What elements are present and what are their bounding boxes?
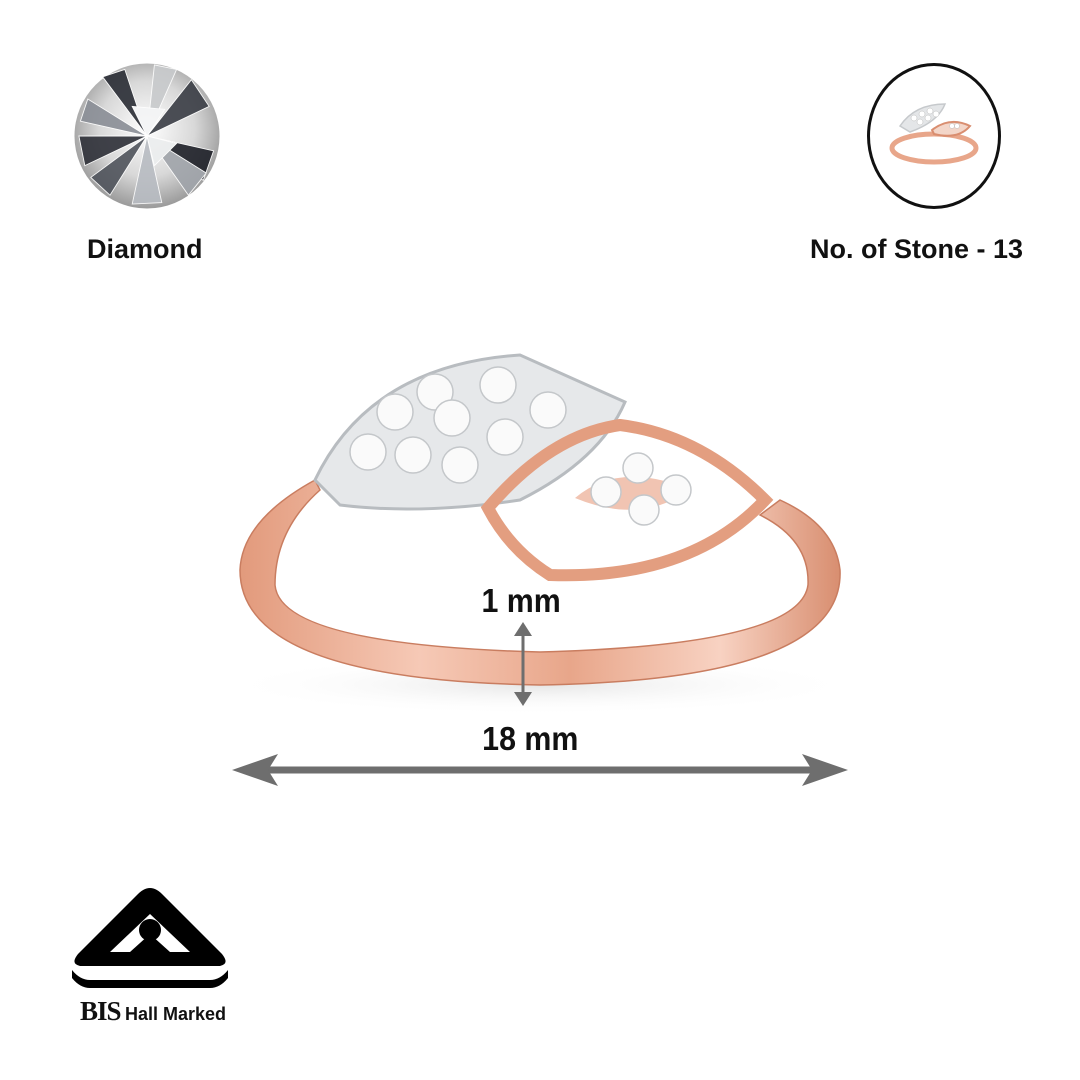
ring-image (220, 353, 860, 715)
stone-count-label: No. of Stone - 13 (810, 234, 1024, 264)
stone-type-label: Diamond (87, 234, 203, 264)
ring-thumbnail (867, 63, 1001, 209)
bis-brand: BIS (80, 996, 122, 1026)
diamond-icon (74, 63, 220, 209)
band-width-arrow (514, 622, 532, 706)
ring-width-arrow (232, 754, 848, 786)
hallmark-text: Hall Marked (125, 1004, 227, 1024)
bis-hallmark-label: BIS Hall Marked (80, 996, 226, 1027)
ring-thumbnail-image (889, 103, 979, 165)
ring-width-label: 18 mm (482, 720, 579, 757)
band-width-label: 1 mm (481, 582, 561, 619)
bis-hallmark-icon (72, 888, 228, 988)
